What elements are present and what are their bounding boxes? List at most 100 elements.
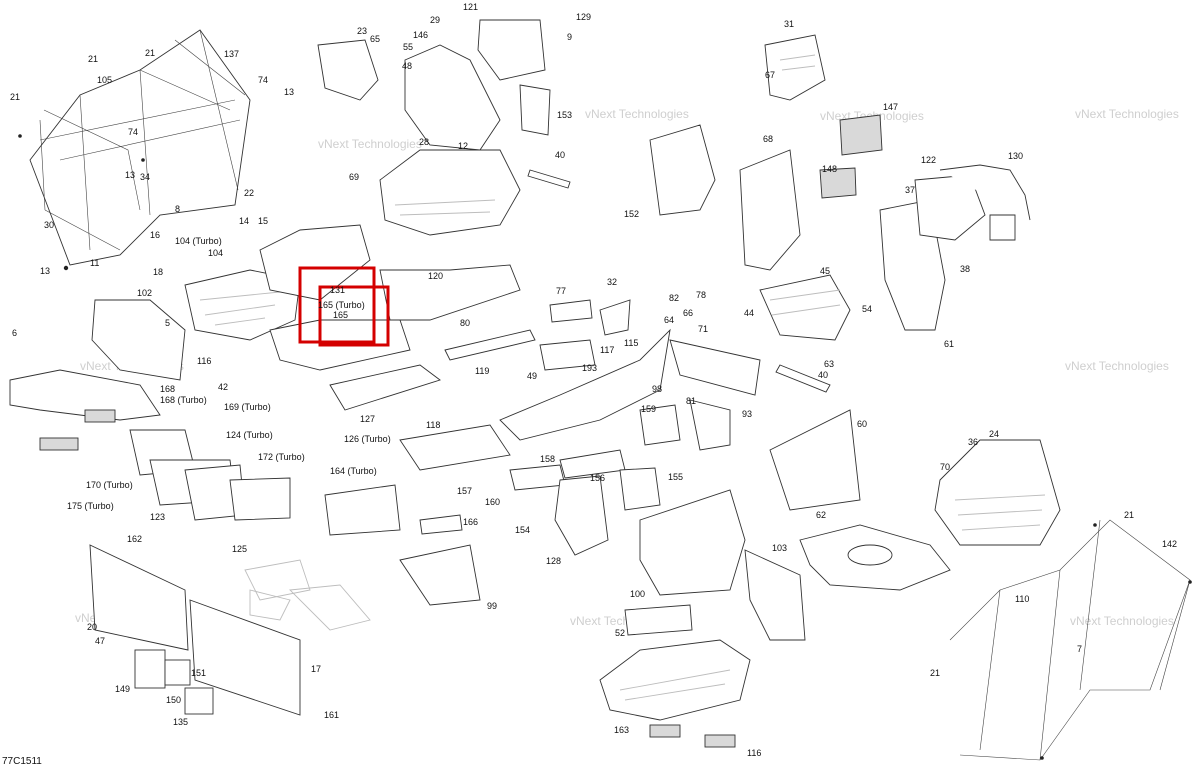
callout-label: 65 [370, 34, 380, 44]
rear-bulkhead-61 [879, 174, 986, 331]
left-panel-102 [91, 299, 186, 381]
callout-label: 116 [197, 356, 211, 366]
center-floor-panels [324, 329, 536, 606]
callout-label: 154 [515, 525, 530, 535]
callout-label: 68 [763, 134, 773, 144]
tube-63 [775, 364, 831, 393]
highlight-box-131 [298, 266, 390, 347]
bracket-147-148 [819, 114, 883, 199]
left-lower-panels [129, 429, 291, 521]
bar-66 [669, 339, 761, 396]
callout-label: 157 [457, 486, 472, 496]
callout-label: 30 [44, 220, 54, 230]
tube-40 [527, 169, 571, 189]
tray-163 [599, 639, 751, 748]
callout-label: 15 [258, 216, 268, 226]
glovebox-65 [317, 39, 379, 101]
callout-label: 158 [540, 454, 555, 464]
callout-label: 21 [88, 54, 98, 64]
bracket-153 [519, 84, 551, 136]
callout-label: 142 [1162, 539, 1177, 549]
callout-label: 100 [630, 589, 645, 599]
seat-box-45 [759, 274, 851, 341]
callout-label: 82 [669, 293, 679, 303]
center-tunnel-98 [499, 299, 671, 441]
callout-label: 164 (Turbo) [330, 466, 377, 476]
callout-label: 20 [87, 622, 97, 632]
callout-label: 31 [784, 19, 794, 29]
callout-label: 93 [742, 409, 752, 419]
callout-label: 13 [284, 87, 294, 97]
callout-label: 40 [818, 370, 828, 380]
callout-label: 64 [664, 315, 674, 325]
callout-label: 14 [239, 216, 249, 226]
watermark-text: vNext Technologies [318, 137, 422, 151]
callout-label: 74 [128, 127, 138, 137]
callout-label: 99 [487, 601, 497, 611]
callout-label: 48 [402, 61, 412, 71]
callout-label: 172 (Turbo) [258, 452, 305, 462]
callout-label: 61 [944, 339, 954, 349]
callout-label: 13 [125, 170, 135, 180]
callout-label: 162 [127, 534, 142, 544]
callout-label: 13 [40, 266, 50, 276]
callout-label: 37 [905, 185, 915, 195]
callout-label: 165 (Turbo) [318, 300, 365, 310]
plate-52 [624, 604, 693, 636]
callout-label: 149 [115, 684, 130, 694]
callout-label: 147 [883, 102, 898, 112]
callout-label: 127 [360, 414, 375, 424]
callout-label: 129 [576, 12, 591, 22]
callout-label: 81 [686, 396, 696, 406]
cable-130 [939, 164, 1031, 241]
callout-label: 67 [765, 70, 775, 80]
callout-label: 120 [428, 271, 443, 281]
watermark-text: vNext Technologies [1065, 359, 1169, 373]
callout-label: 21 [930, 668, 940, 678]
left-roll-cage [18, 29, 251, 271]
callout-label: 148 [822, 164, 837, 174]
callout-label: 18 [153, 267, 163, 277]
callout-label: 165 [333, 310, 348, 320]
tray-70 [934, 439, 1061, 546]
panel-103 [744, 549, 806, 641]
watermark-text: vNext Technologies [1070, 614, 1174, 628]
callout-labels: 21 21 21 105 137 74 74 13 13 13 34 30 16… [10, 2, 1177, 758]
callout-label: 104 [208, 248, 223, 258]
callout-label: 21 [10, 92, 20, 102]
callout-label: 44 [744, 308, 754, 318]
callout-label: 32 [607, 277, 617, 287]
callout-label: 119 [475, 366, 489, 376]
callout-label: 78 [696, 290, 706, 300]
watermark-text: vNext Technologies [585, 107, 689, 121]
callout-label: 175 (Turbo) [67, 501, 114, 511]
callout-label: 40 [555, 150, 565, 160]
callout-label: 49 [527, 371, 537, 381]
callout-label: 126 (Turbo) [344, 434, 391, 444]
callout-label: 62 [816, 510, 826, 520]
callout-label: 121 [463, 2, 478, 12]
callout-label: 153 [557, 110, 572, 120]
callout-label: 7 [1077, 644, 1082, 654]
callout-label: 103 [772, 543, 787, 553]
callout-label: 115 [624, 338, 638, 348]
callout-label: 160 [485, 497, 500, 507]
callout-label: 130 [1008, 151, 1023, 161]
right-roll-cage [949, 519, 1192, 761]
callout-label: 125 [232, 544, 247, 554]
callout-label: 12 [458, 141, 468, 151]
callout-label: 69 [349, 172, 359, 182]
callout-label: 24 [989, 429, 999, 439]
callout-label: 70 [940, 462, 950, 472]
callout-label: 110 [1015, 594, 1029, 604]
callout-label: 102 [137, 288, 152, 298]
callout-label: 169 (Turbo) [224, 402, 271, 412]
callout-label: 36 [968, 437, 978, 447]
floor-tray-69 [379, 149, 521, 236]
callout-label: 55 [403, 42, 413, 52]
center-lower-panels [509, 399, 731, 556]
callout-label: 118 [426, 420, 440, 430]
callout-label: 150 [166, 695, 181, 705]
callout-label: 38 [960, 264, 970, 274]
